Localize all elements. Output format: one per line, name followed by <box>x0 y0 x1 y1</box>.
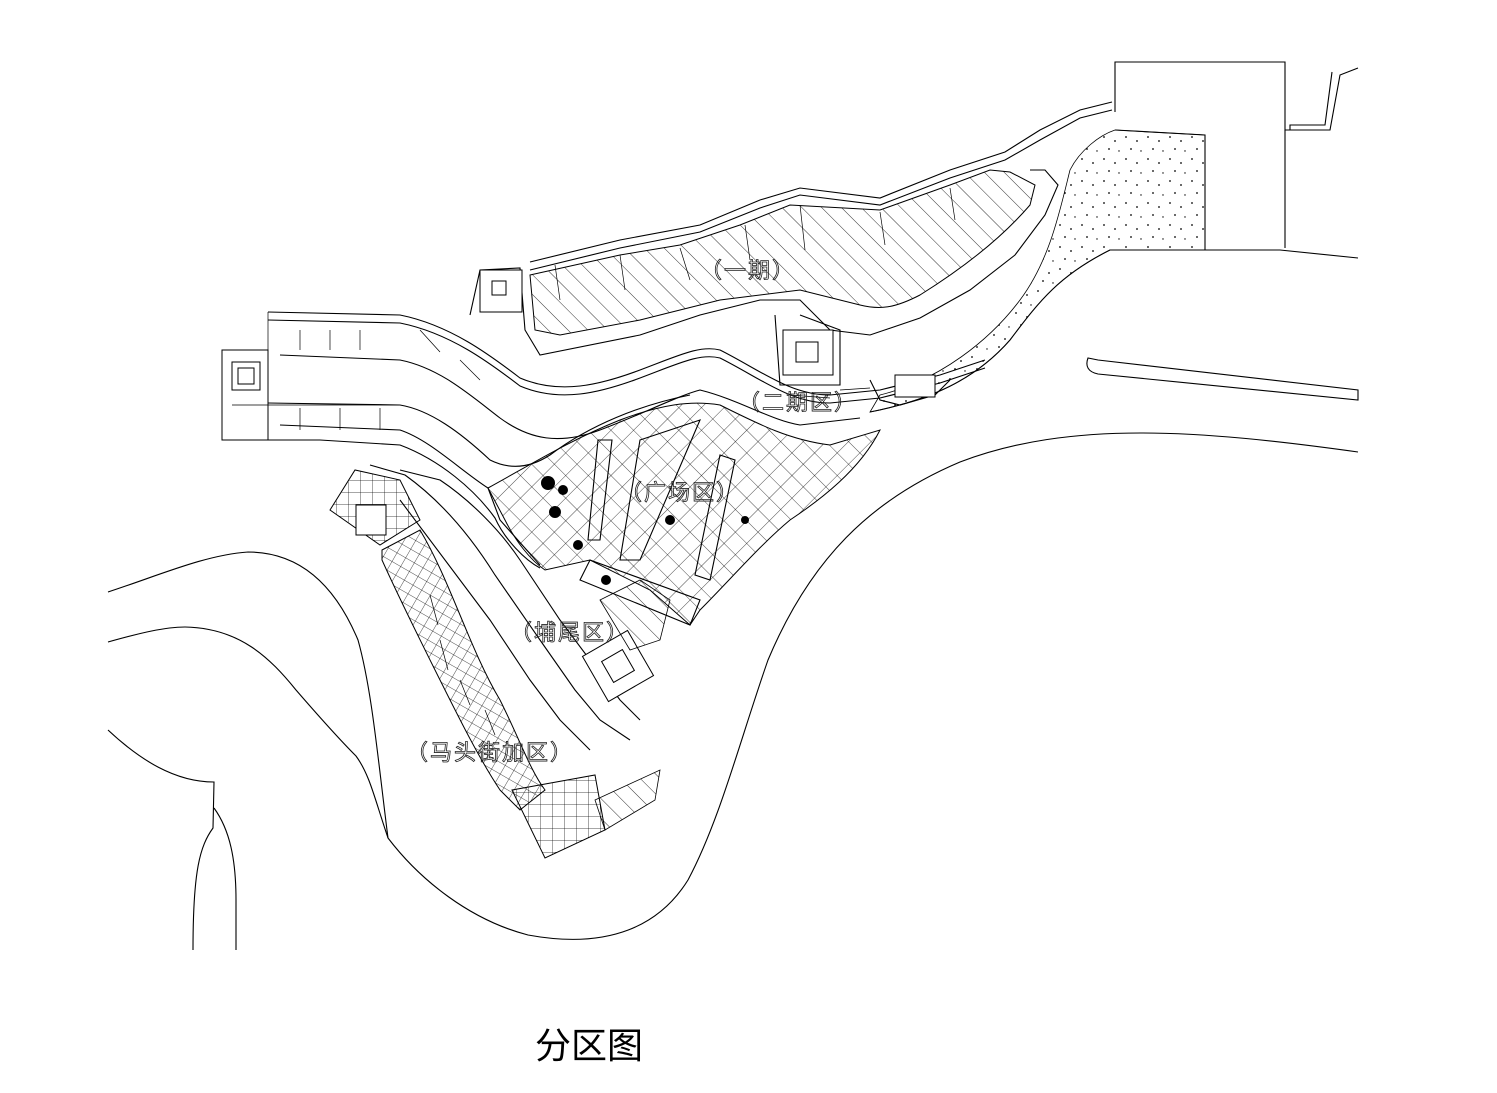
zone-south-strip-shape <box>369 464 671 751</box>
zone-label-east: （二期区） <box>738 391 858 416</box>
drawing-title: 分区图 <box>535 1026 643 1067</box>
plaza-details <box>541 419 749 626</box>
zone-label-north: （一期） <box>700 259 796 284</box>
zone-southwest-shape <box>329 469 661 859</box>
zone-east-strip-shape <box>774 314 951 406</box>
zone-label-south: （埔尾区） <box>510 621 630 646</box>
zone-label-southwest: （马头街加区） <box>406 741 574 766</box>
zone-north-strip-shape <box>469 101 1113 356</box>
zone-plaza-shape <box>487 402 881 626</box>
zone-label-plaza: （广场区） <box>620 481 740 506</box>
zone-labels: （一期） （二期区） （广场区） （埔尾区） （马头街加区） <box>406 259 858 767</box>
river-bank-lines <box>107 249 1359 951</box>
